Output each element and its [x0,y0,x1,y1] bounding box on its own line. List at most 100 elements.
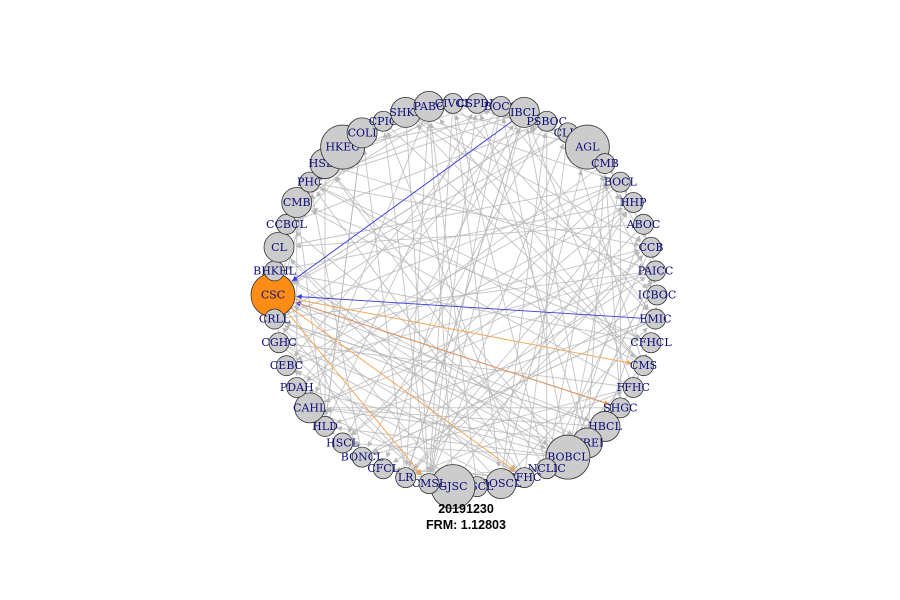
edge [335,176,569,458]
node-label: AGL [574,141,600,154]
node-label: ICBOC [638,289,676,302]
edge [416,124,644,366]
edge [311,210,634,388]
edge [430,112,525,473]
edge [274,270,640,343]
node-coli: COLI [346,117,378,149]
outbound-edge [272,294,422,475]
edge [525,128,588,444]
edge [567,281,651,458]
edge [367,121,548,448]
node-label: CFCL [367,462,399,475]
node-circle [645,260,666,282]
node-circle [622,192,644,213]
node-label: CIVCL [435,97,472,110]
node-psboc: PSBOC [526,110,567,132]
edge [309,181,640,247]
node-label: NCLIC [528,462,566,475]
edge [326,406,605,427]
node-label: CSC [261,289,285,302]
node-crll: CRLL [259,308,291,330]
edge [452,212,628,487]
edge [290,259,502,484]
node-label: HLD [312,420,338,433]
inbound-edge [296,294,656,320]
node-circle [609,397,631,419]
edge [281,279,454,487]
node-shgc: SHGC [603,397,638,419]
edge [293,106,502,357]
node-circle [332,432,354,454]
node-circle [351,446,373,468]
node-cmb: CMB [281,187,313,218]
node-label: CCB [639,241,664,254]
edge [319,187,644,367]
outbound-edge [272,294,516,471]
node-layer: CSCBHKHLCLCCBCLCMBPHCHSBLHKECCOLICPIGSHK… [250,91,676,510]
node-circle [645,308,666,330]
node-label: ABOC [626,218,661,231]
edge [452,103,501,468]
node-aboc: ABOC [626,213,661,235]
node-cmsl: CMSL [412,473,447,494]
node-circle [622,377,644,398]
node-ibcl: IBCL [508,96,540,128]
frm-caption: FRM: 1.12803 [426,518,506,532]
node-bocl: BOCL [604,171,638,193]
edge [278,342,421,476]
node-label: FFHC [617,381,650,394]
edge [335,318,656,424]
node-label: COLI [348,126,377,139]
node-circle [633,355,654,377]
node-cpig: CPIG [369,110,398,132]
node-lr: LR [395,467,417,489]
edge [501,117,569,458]
node-paicc: PAICC [638,260,673,282]
node-circle [536,110,558,132]
node-label: BHKHL [253,264,296,277]
node-circle [346,117,378,149]
edge [315,106,430,393]
node-phc: PHC [297,171,322,193]
node-ccbcl: CCBCL [266,213,308,235]
node-cfcl: CFCL [367,458,400,480]
edge [274,318,573,438]
node-hscl: HSCL [326,432,360,454]
node-label: CMSL [412,477,447,490]
node-label: HHP [620,196,647,209]
node-label: BONCL [341,451,384,464]
node-circle [314,416,336,437]
node-label: BOCL [604,176,638,189]
node-label: CPIG [369,115,398,128]
edge [274,185,610,320]
node-circle [286,377,308,398]
node-label: EMIC [639,313,671,326]
node-circle [646,284,668,306]
node-gjsc: GJSC [430,464,476,510]
date-caption: 20191230 [438,502,494,516]
node-circle [372,458,394,480]
edge [278,182,610,248]
edge [361,276,646,458]
edge [295,223,644,249]
node-label: CCBCL [266,218,308,231]
node-circle [281,187,313,218]
node-circle [299,171,321,193]
node-circle [395,467,417,489]
edge [428,114,478,484]
edge [274,270,645,320]
node-circle [264,308,285,330]
node-cghc: CGHC [261,332,297,354]
edge [529,127,634,388]
edge [348,112,525,433]
edge [362,149,407,478]
node-label: CMS [630,359,657,372]
node-label: HKEC [325,141,359,154]
edge [284,132,569,314]
edge [320,111,525,180]
node-label: HBCL [588,420,622,433]
node-label: PABC [413,100,444,113]
node-circle [536,458,558,480]
node-cahl: CAHL [293,392,327,424]
